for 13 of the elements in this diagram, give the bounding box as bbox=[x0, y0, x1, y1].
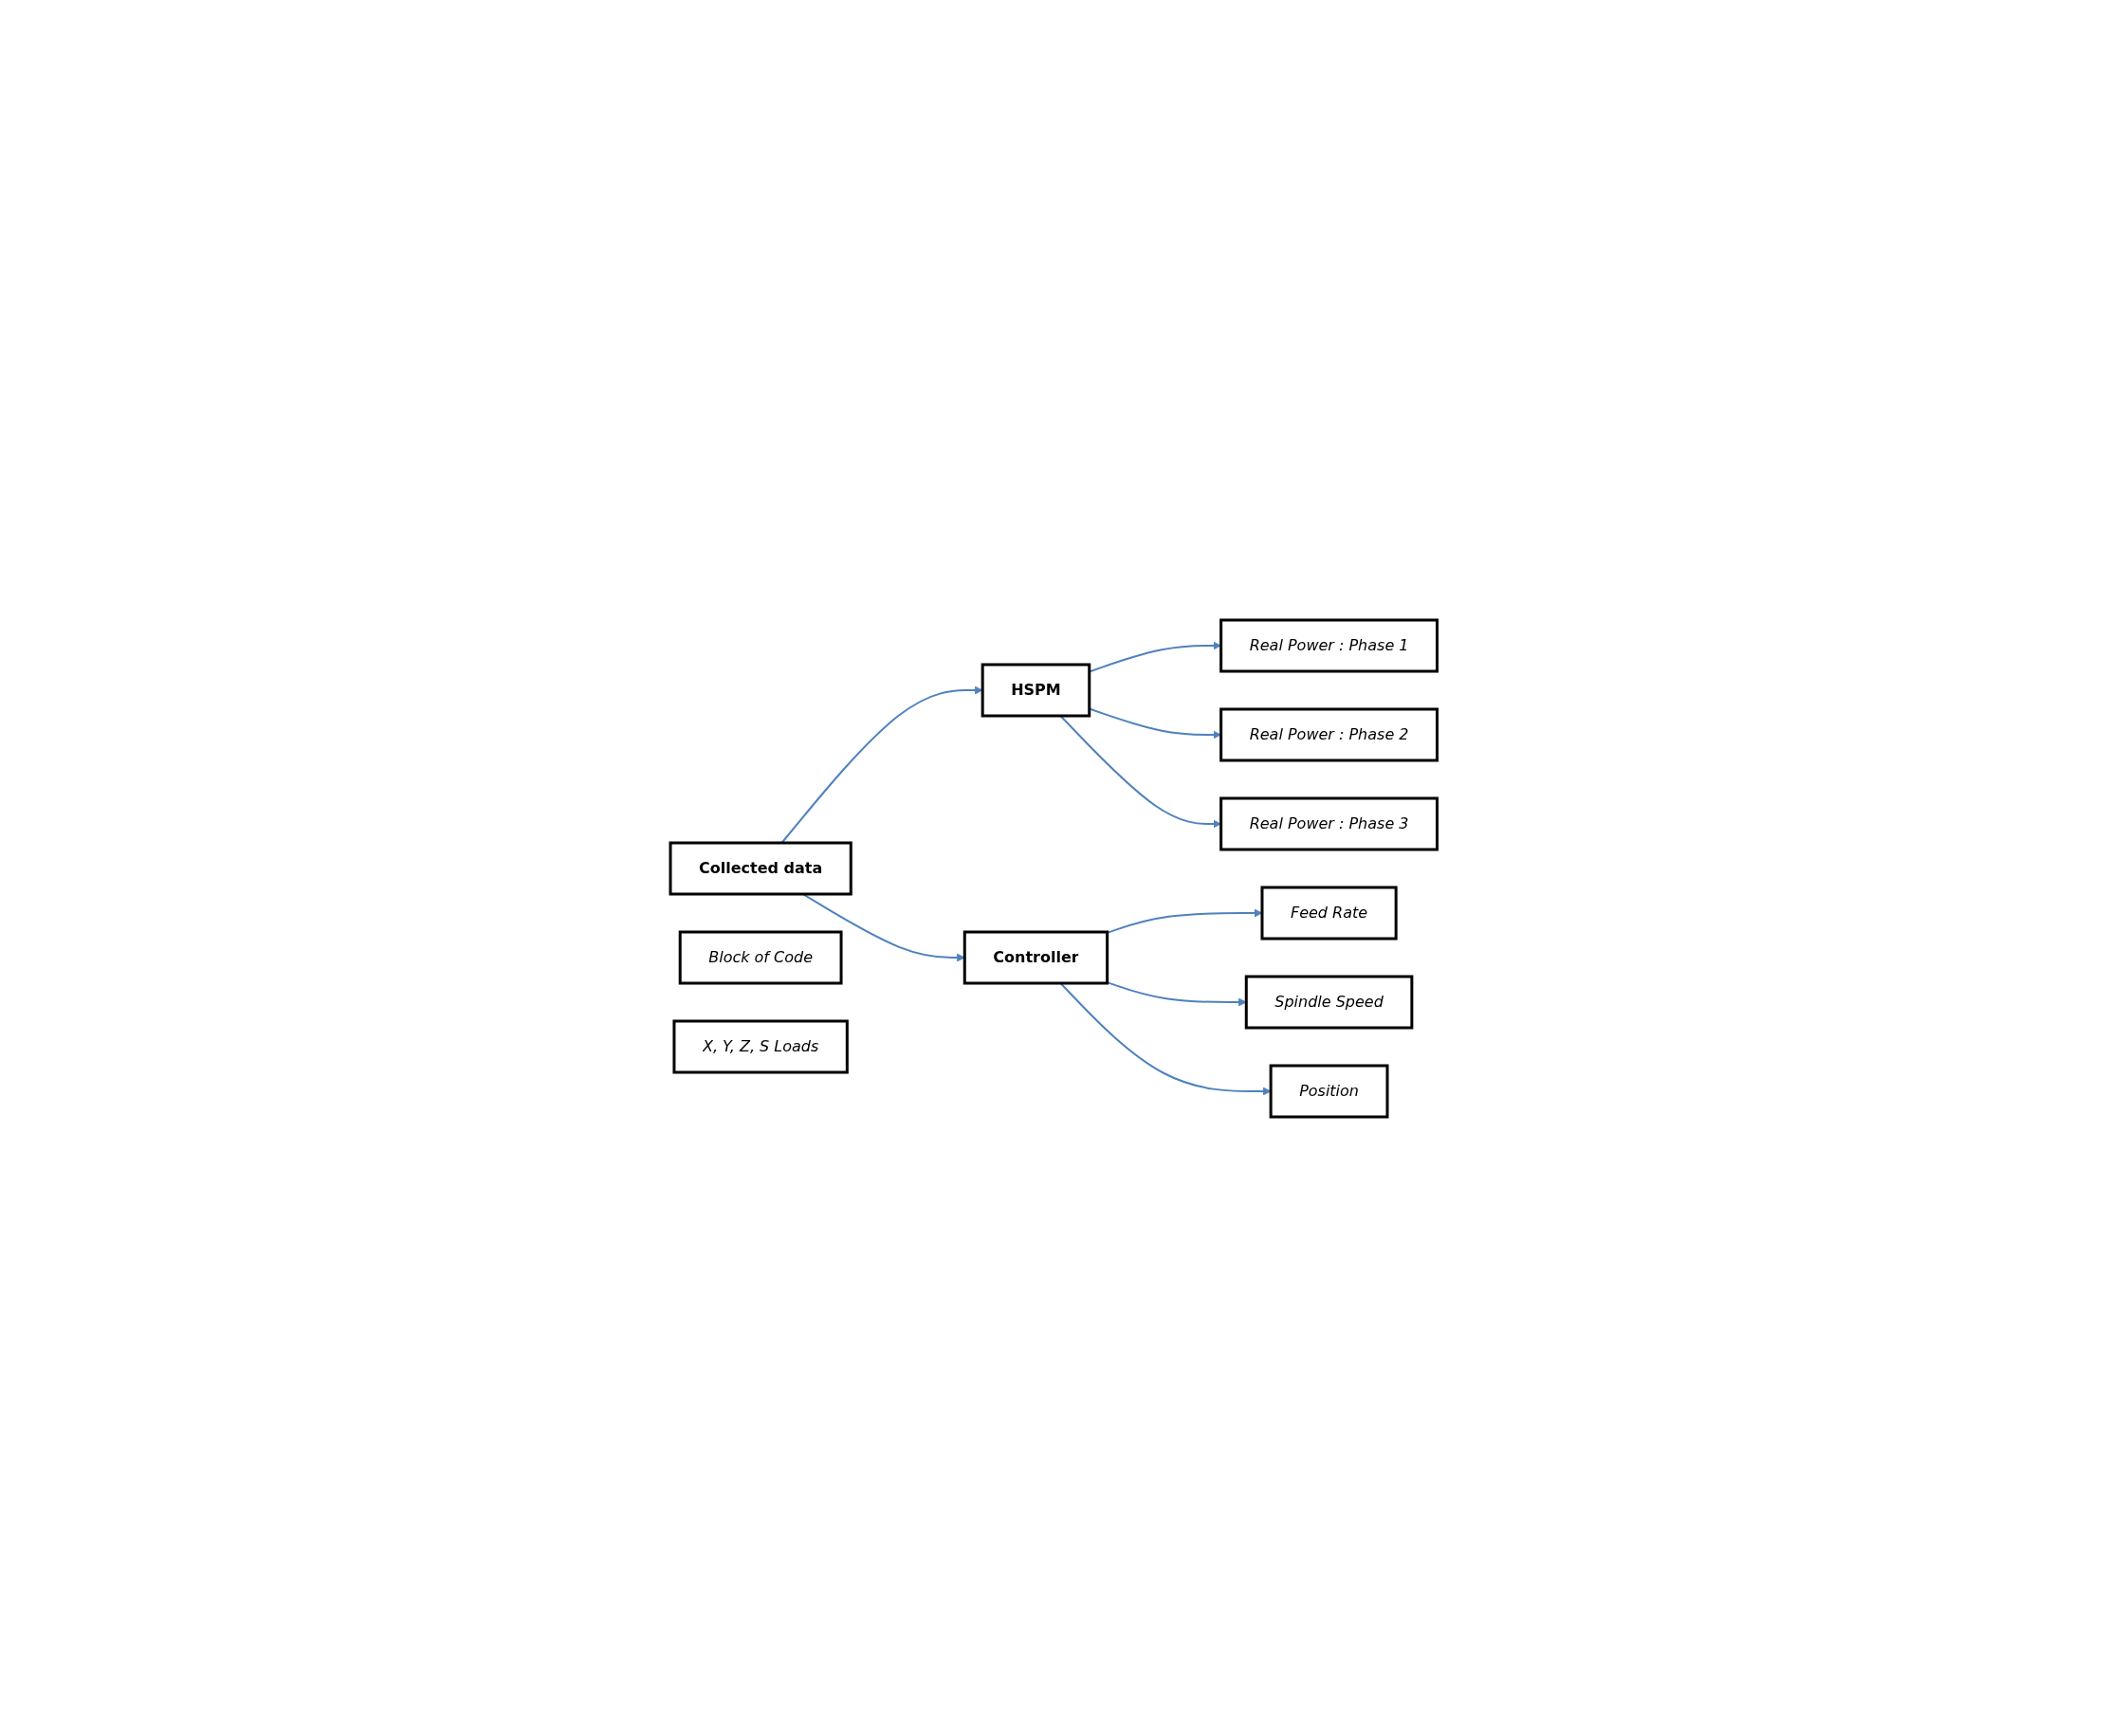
arrow bbox=[1106, 980, 1247, 1006]
node-box: Position bbox=[1269, 1064, 1389, 1118]
arrow bbox=[1059, 981, 1272, 1095]
node-box: Real Power : Phase 3 bbox=[1219, 796, 1439, 850]
node-box: Feed Rate bbox=[1260, 886, 1398, 940]
node-box: Controller bbox=[963, 930, 1109, 984]
node-box: Real Power : Phase 2 bbox=[1219, 707, 1439, 761]
node-box: Collected data bbox=[669, 841, 852, 895]
node-box: Block of Code bbox=[678, 930, 843, 984]
node-box: HSPM bbox=[981, 663, 1091, 717]
node-box: Real Power : Phase 1 bbox=[1219, 618, 1439, 672]
node-box: Spindle Speed bbox=[1245, 975, 1414, 1029]
node-box: X, Y, Z, S Loads bbox=[672, 1019, 850, 1073]
